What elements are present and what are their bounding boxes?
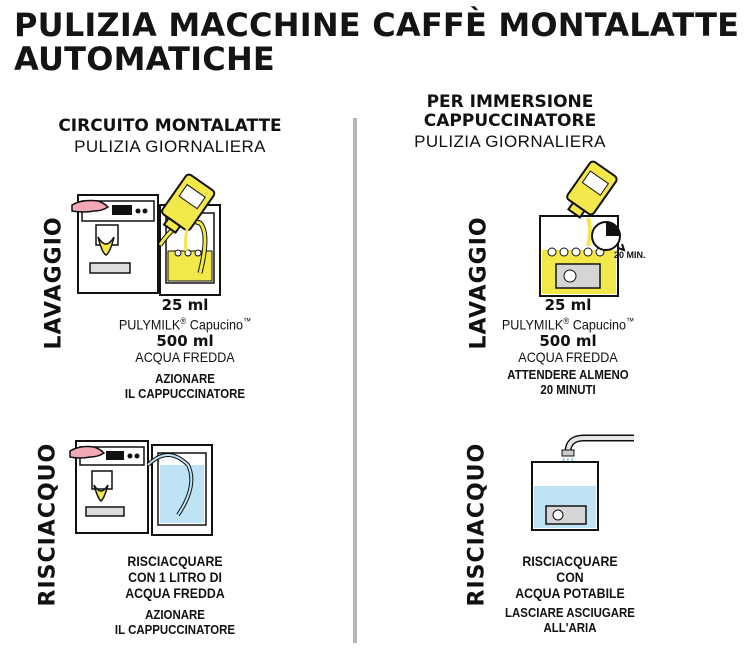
left-heading: CIRCUITO MONTALATTE bbox=[58, 116, 282, 136]
left-wash-product-name-2: Capucino bbox=[189, 316, 244, 333]
right-wash-tm-mark: ™ bbox=[626, 316, 635, 326]
column-divider bbox=[353, 118, 357, 643]
coffee-machine-icon bbox=[71, 173, 221, 296]
title-line-2: AUTOMATICHE bbox=[14, 40, 275, 78]
left-wash-label: LAVAGGIO bbox=[41, 216, 67, 350]
left-wash-product: PULYMILK® Capucino™ bbox=[100, 313, 271, 333]
right-wash-reg-mark: ® bbox=[563, 316, 570, 326]
right-wash-product-name-2: Capucino bbox=[572, 316, 627, 333]
right-wash-water: ACQUA FREDDA bbox=[518, 348, 618, 365]
tap-rinse-icon bbox=[531, 434, 634, 531]
left-rinse-label: RISCIACQUO bbox=[35, 442, 61, 607]
coffee-machine-rinse-icon bbox=[69, 440, 213, 536]
right-wash-instruction-1: ATTENDERE ALMENO bbox=[507, 366, 629, 382]
right-wash-product-name: PULYMILK bbox=[501, 316, 564, 333]
left-wash-reg-mark: ® bbox=[180, 316, 187, 326]
left-wash-dose: 25 ml bbox=[161, 296, 209, 314]
title-line-1: PULIZIA MACCHINE CAFFÈ MONTALATTE bbox=[14, 6, 740, 44]
left-wash-water-amount: 500 ml bbox=[156, 331, 214, 350]
right-wash-water-amount: 500 ml bbox=[539, 331, 597, 350]
left-rinse-line-2: CON 1 LITRO DI bbox=[128, 569, 222, 585]
right-subheading: PULIZIA GIORNALIERA bbox=[414, 132, 606, 151]
left-rinse-text: RISCIACQUARE CON 1 LITRO DI ACQUA FREDDA… bbox=[70, 553, 280, 637]
page-title: PULIZIA MACCHINE CAFFÈ MONTALATTE AUTOMA… bbox=[14, 8, 744, 76]
left-rinse-line-3: ACQUA FREDDA bbox=[125, 585, 225, 601]
right-column-heading: PER IMMERSIONE CAPPUCCINATORE PULIZIA GI… bbox=[380, 93, 640, 153]
right-rinse-line-1: RISCIACQUARE bbox=[522, 553, 618, 569]
timer-icon bbox=[591, 221, 626, 252]
right-heading-1: PER IMMERSIONE bbox=[426, 92, 594, 112]
left-rinse-line-1: RISCIACQUARE bbox=[127, 553, 223, 569]
right-rinse-line-3: ACQUA POTABILE bbox=[515, 585, 625, 601]
right-rinse-line-2: CON bbox=[556, 569, 584, 585]
left-wash-instruction-1: AZIONARE bbox=[155, 370, 215, 386]
right-wash-text: 25 ml PULYMILK® Capucino™ 500 ml ACQUA F… bbox=[478, 297, 658, 397]
left-wash-instruction-2: IL CAPPUCCINATORE bbox=[124, 385, 246, 401]
left-subheading: PULIZIA GIORNALIERA bbox=[74, 137, 266, 156]
right-rinse-text: RISCIACQUARE CON ACQUA POTABILE LASCIARE… bbox=[480, 553, 660, 635]
left-wash-water: ACQUA FREDDA bbox=[135, 348, 235, 365]
left-column-heading: CIRCUITO MONTALATTE PULIZIA GIORNALIERA bbox=[20, 117, 320, 158]
right-wash-product: PULYMILK® Capucino™ bbox=[487, 313, 649, 333]
left-wash-tm-mark: ™ bbox=[243, 316, 252, 326]
right-wash-dose: 25 ml bbox=[544, 296, 592, 314]
immersion-container-icon bbox=[539, 160, 619, 297]
right-rinse-instruction-1: LASCIARE ASCIUGARE bbox=[505, 605, 635, 620]
right-rinse-instruction-2: ALL'ARIA bbox=[543, 620, 597, 635]
left-wash-product-name: PULYMILK bbox=[118, 316, 181, 333]
left-rinse-instruction-1: AZIONARE bbox=[145, 607, 205, 622]
timer-label: 20 MIN. bbox=[614, 250, 646, 260]
right-heading-2: CAPPUCCINATORE bbox=[423, 111, 597, 131]
left-rinse-instruction-2: IL CAPPUCCINATORE bbox=[114, 622, 236, 637]
right-wash-instruction-2: 20 MINUTI bbox=[540, 381, 596, 397]
left-wash-text: 25 ml PULYMILK® Capucino™ 500 ml ACQUA F… bbox=[90, 297, 280, 401]
